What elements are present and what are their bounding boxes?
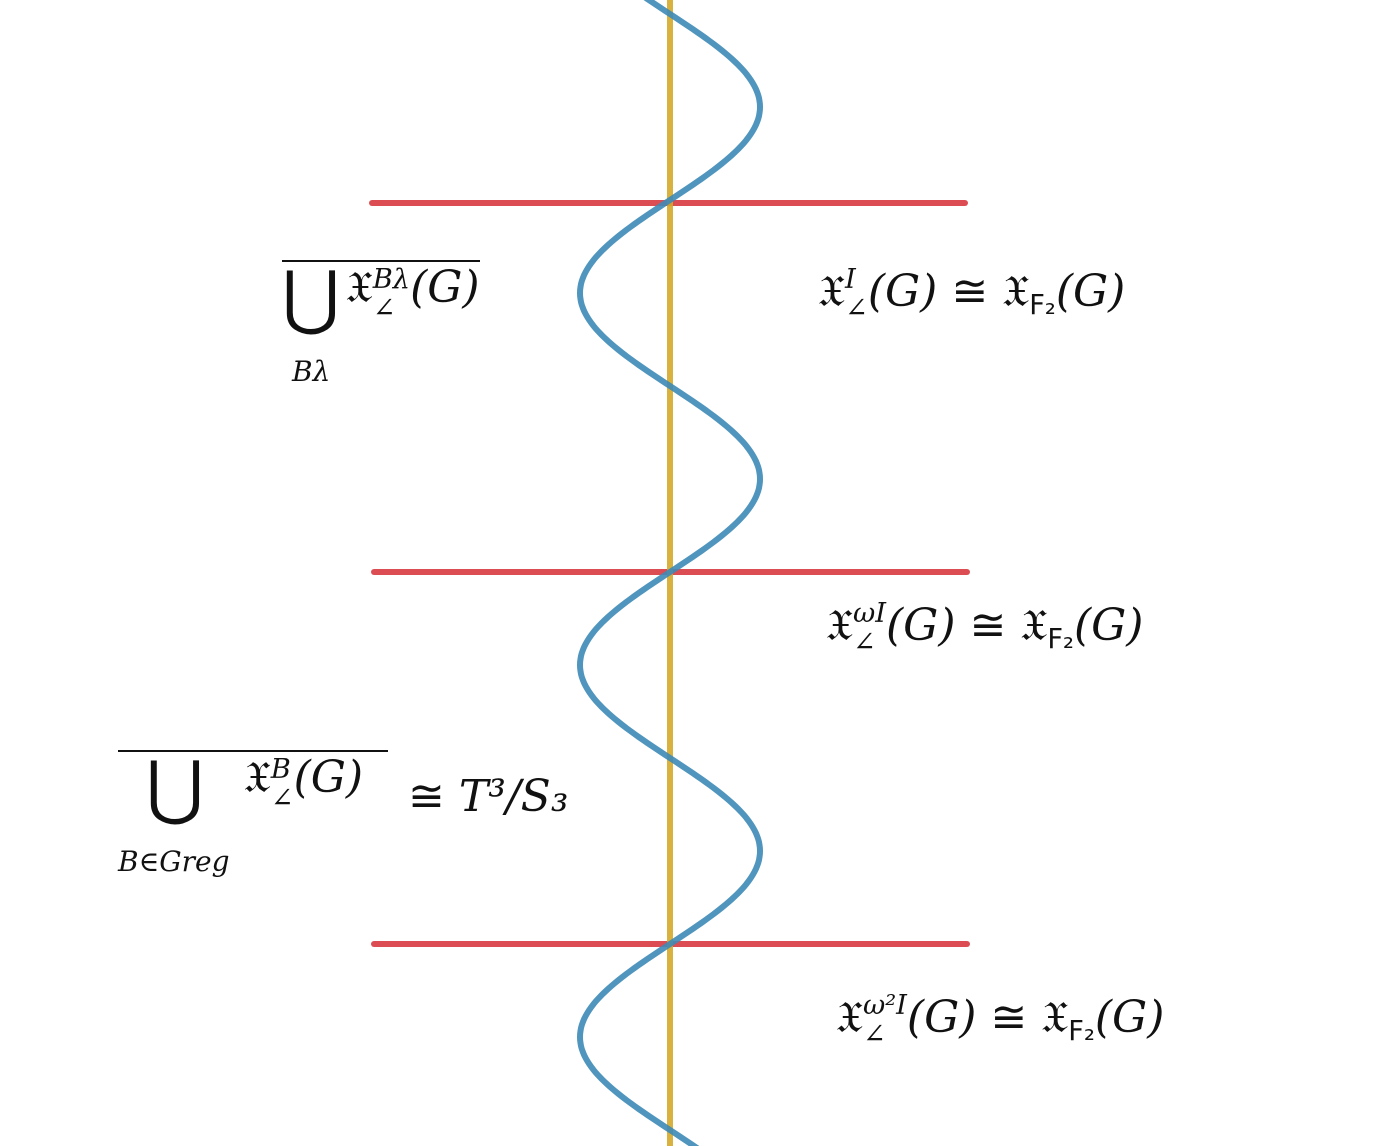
- superscript: ω²I: [862, 990, 907, 1021]
- rhs-subscript: F₂: [1029, 289, 1056, 321]
- relation: ≅: [951, 265, 989, 317]
- rhs-argument: (G): [1094, 991, 1165, 1043]
- subscript: ∠: [844, 293, 868, 325]
- superscript: Bλ: [372, 264, 411, 295]
- argument: (G): [906, 991, 977, 1043]
- rhs-subscript: F₂: [1068, 1015, 1095, 1047]
- left-label-bottom-bigop-subscript: B∈Greg: [118, 845, 230, 878]
- scripts: ωI∠: [853, 600, 886, 657]
- left-label-top-bigop-subscript: Bλ: [292, 355, 331, 388]
- subscript: ∠: [852, 627, 876, 659]
- relation: ≅: [969, 599, 1007, 651]
- relation: ≅: [408, 771, 445, 822]
- argument: (G): [886, 599, 956, 651]
- union-operator: ⋃: [282, 256, 340, 338]
- rhs-argument: (G): [1055, 265, 1126, 317]
- rhs: T³/S₃: [458, 771, 569, 822]
- union-icon: ⋃: [282, 256, 340, 338]
- subscript: ∠: [862, 1019, 886, 1051]
- wave-curve: [576, 0, 764, 1146]
- frak-x-symbol: 𝔛: [818, 265, 845, 317]
- argument: (G): [293, 752, 364, 803]
- superscript: ωI: [852, 598, 886, 629]
- frak-x-symbol: 𝔛: [1002, 265, 1030, 317]
- frak-x-symbol: 𝔛: [345, 262, 373, 313]
- superscript: B: [270, 754, 291, 785]
- scripts: Bλ∠: [373, 266, 410, 323]
- superscript: I: [844, 264, 856, 295]
- frak-x-symbol: 𝔛: [826, 599, 853, 651]
- union-operator: ⋃: [146, 746, 204, 828]
- rhs-subscript: F₂: [1047, 623, 1074, 655]
- frak-x-symbol: 𝔛: [1041, 991, 1069, 1043]
- scripts: B∠: [271, 756, 294, 813]
- scripts: ω²I∠: [863, 992, 907, 1049]
- subscript: ∠: [372, 293, 396, 325]
- argument: (G): [410, 262, 480, 313]
- frak-x-symbol: 𝔛: [1020, 599, 1048, 651]
- frak-x-symbol: 𝔛: [243, 752, 271, 803]
- subscript: ∠: [270, 783, 294, 815]
- argument: (G): [867, 265, 938, 317]
- union-icon: ⋃: [146, 746, 204, 828]
- relation: ≅: [990, 991, 1028, 1043]
- scripts: I∠: [845, 266, 868, 323]
- frak-x-symbol: 𝔛: [836, 991, 863, 1043]
- rhs-argument: (G): [1073, 599, 1144, 651]
